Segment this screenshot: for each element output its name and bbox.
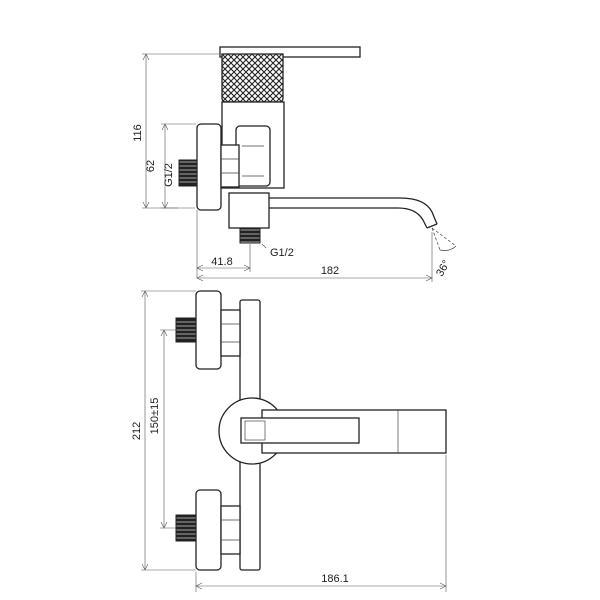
side-view xyxy=(178,46,457,251)
front-thread-bottom xyxy=(175,514,197,542)
front-nut-top xyxy=(220,309,241,357)
dim-spray-angle: 36° xyxy=(434,258,453,278)
dim-front-height: 212 xyxy=(131,422,143,440)
front-view-dimensions: 212 150±15 186.1 xyxy=(131,290,447,592)
thread-label-horizontal: G1/2 xyxy=(270,247,294,259)
front-view xyxy=(175,290,447,571)
dim-side-length: 182 xyxy=(321,265,339,277)
knurled-cartridge-cap xyxy=(221,53,284,103)
spout xyxy=(269,197,438,225)
front-lever xyxy=(240,417,360,444)
front-escutcheon-bottom xyxy=(195,489,222,571)
side-view-dimensions: 116 62 G1/2 G1/2 41.8 182 36° xyxy=(132,53,453,282)
dim-side-height: 116 xyxy=(132,124,144,142)
dim-side-inlet: 62 xyxy=(145,160,157,172)
valve-window xyxy=(235,125,271,187)
inlet-thread-side xyxy=(178,159,198,187)
dim-front-length: 186.1 xyxy=(321,573,349,585)
dim-front-center: 150±15 xyxy=(149,398,161,435)
dim-side-offset: 41.8 xyxy=(211,256,232,268)
thread-label-vertical: G1/2 xyxy=(163,163,175,187)
diverter-block xyxy=(228,192,270,229)
front-escutcheon-top xyxy=(195,290,222,370)
front-nut-bottom xyxy=(220,505,241,555)
hex-nut xyxy=(220,144,240,188)
outlet-thread-side xyxy=(239,227,261,244)
front-thread-top xyxy=(175,317,197,343)
lever-handle xyxy=(219,46,361,58)
wall-escutcheon xyxy=(196,123,222,211)
